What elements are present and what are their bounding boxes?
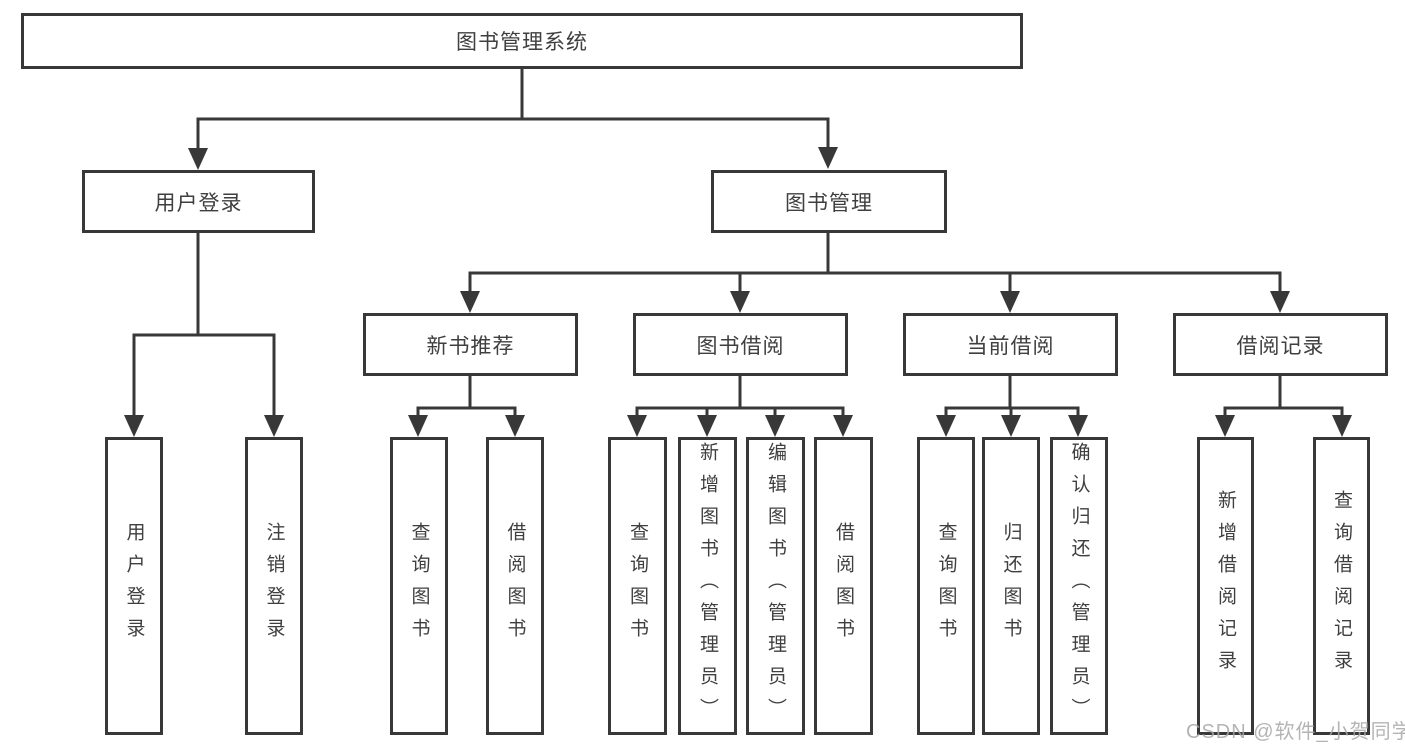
node-leaf-nb-borrow-books: 借阅图书	[486, 437, 544, 735]
node-new-book-rec: 新书推荐	[363, 313, 578, 376]
node-leaf-br-add-record: 新增借阅记录	[1197, 437, 1254, 735]
node-leaf-cb-return-books: 归还图书	[982, 437, 1040, 735]
node-root: 图书管理系统	[21, 13, 1023, 69]
edge-group-book-mgmt	[460, 231, 1290, 313]
edge-group-book-borrow	[627, 374, 853, 437]
edge-group-new-book-rec	[408, 374, 525, 437]
node-leaf-nb-query-books: 查询图书	[390, 437, 448, 735]
node-leaf-br-query-record: 查询借阅记录	[1313, 437, 1370, 735]
node-book-mgmt: 图书管理	[711, 170, 947, 233]
node-leaf-user-login: 用户登录	[105, 437, 163, 735]
node-leaf-bb-add-books-admin: 新增图书（管理员）	[678, 437, 737, 735]
edge-group-user-login	[124, 231, 284, 437]
edge-group-root	[188, 67, 838, 170]
node-leaf-bb-edit-books-admin: 编辑图书（管理员）	[746, 437, 805, 735]
node-leaf-bb-query-books: 查询图书	[608, 437, 667, 735]
node-book-borrow: 图书借阅	[633, 313, 848, 376]
node-user-login: 用户登录	[82, 170, 315, 233]
node-leaf-cb-query-books: 查询图书	[917, 437, 975, 735]
edge-group-current-borrow	[936, 374, 1088, 437]
node-leaf-bb-borrow-books: 借阅图书	[814, 437, 873, 735]
node-current-borrow: 当前借阅	[903, 313, 1118, 376]
node-leaf-cb-confirm-return-admin: 确认归还（管理员）	[1050, 437, 1108, 735]
csdn-watermark: CSDN @软件_小贺同学	[1186, 721, 1405, 743]
node-borrow-record: 借阅记录	[1173, 313, 1388, 376]
node-leaf-logout: 注销登录	[245, 437, 303, 735]
edge-group-borrow-record	[1215, 374, 1352, 437]
